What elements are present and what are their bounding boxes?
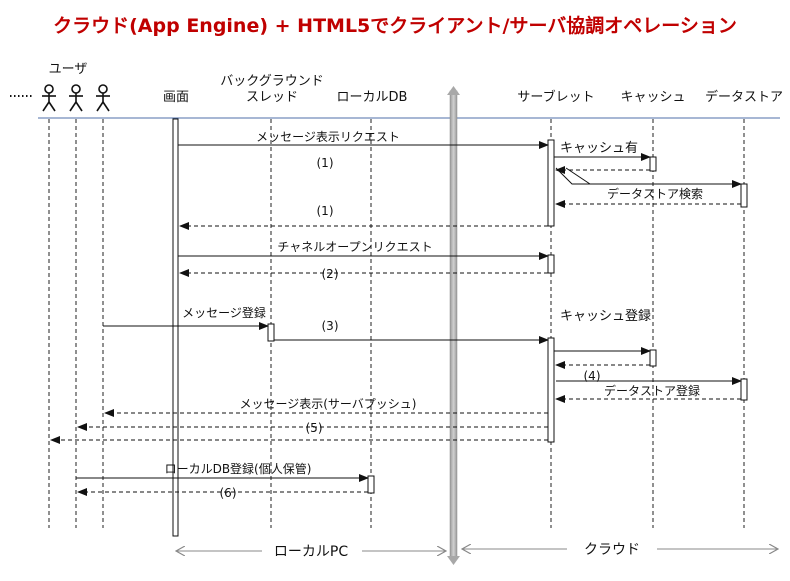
participant-screen: 画面 (163, 90, 189, 105)
datastore-activation-1 (740, 183, 748, 208)
label-step-4: (4) (584, 369, 601, 383)
user-actors (10, 84, 110, 112)
label-message-display-request: メッセージ表示リクエスト (256, 130, 400, 144)
servlet-activation-3 (547, 337, 555, 443)
user-actor-icon (42, 84, 56, 112)
label-local-db-register: ローカルDB登録(個人保管) (165, 461, 312, 476)
local-db-activation (367, 475, 375, 494)
arrow-datastore-search (555, 167, 742, 188)
diagram-title: クラウド(App Engine) + HTML5でクライアント/サーバ協調オペレ… (53, 14, 737, 37)
datastore-activation-2 (740, 378, 748, 401)
label-cache-register: キャッシュ登録 (560, 309, 651, 324)
label-step-1a: (1) (317, 156, 334, 170)
participant-local-db: ローカルDB (337, 90, 408, 105)
participant-cache: キャッシュ (620, 90, 685, 105)
label-message-register: メッセージ登録 (182, 305, 266, 320)
background-thread-activation (267, 323, 275, 342)
participant-background-thread-line1: バックグラウンド (220, 74, 323, 89)
label-channel-open-request: チャネルオープンリクエスト (277, 240, 432, 254)
label-datastore-search: データストア検索 (607, 186, 703, 201)
label-step-1b: (1) (317, 204, 334, 218)
zone-local-pc-label: ローカルPC (274, 544, 348, 560)
cache-activation-1 (649, 156, 657, 172)
zone-cloud-label: クラウド (584, 542, 640, 558)
label-step-5: (5) (306, 421, 323, 435)
label-datastore-register: データストア登録 (604, 383, 700, 398)
local-cloud-divider (447, 86, 460, 565)
screen-activation-bar (172, 118, 179, 537)
label-server-push: メッセージ表示(サーバプッシュ) (239, 397, 416, 411)
servlet-activation-2 (547, 254, 555, 274)
user-actor-icon (69, 84, 83, 112)
participant-servlet: サーブレット (517, 89, 594, 105)
participant-background-thread-line2: スレッド (246, 90, 298, 105)
user-actor-icon (96, 84, 110, 112)
participant-user: ユーザ (49, 62, 88, 77)
arrow-datastore-search-branch (565, 167, 591, 185)
label-step-6: (6) (220, 486, 237, 500)
servlet-activation-1 (547, 139, 555, 227)
cache-activation-2 (649, 349, 657, 367)
label-step-3: (3) (322, 319, 339, 333)
participant-datastore: データストア (705, 89, 783, 105)
label-step-2: (2) (322, 267, 339, 281)
label-cache-hit: キャッシュ有 (560, 141, 638, 156)
